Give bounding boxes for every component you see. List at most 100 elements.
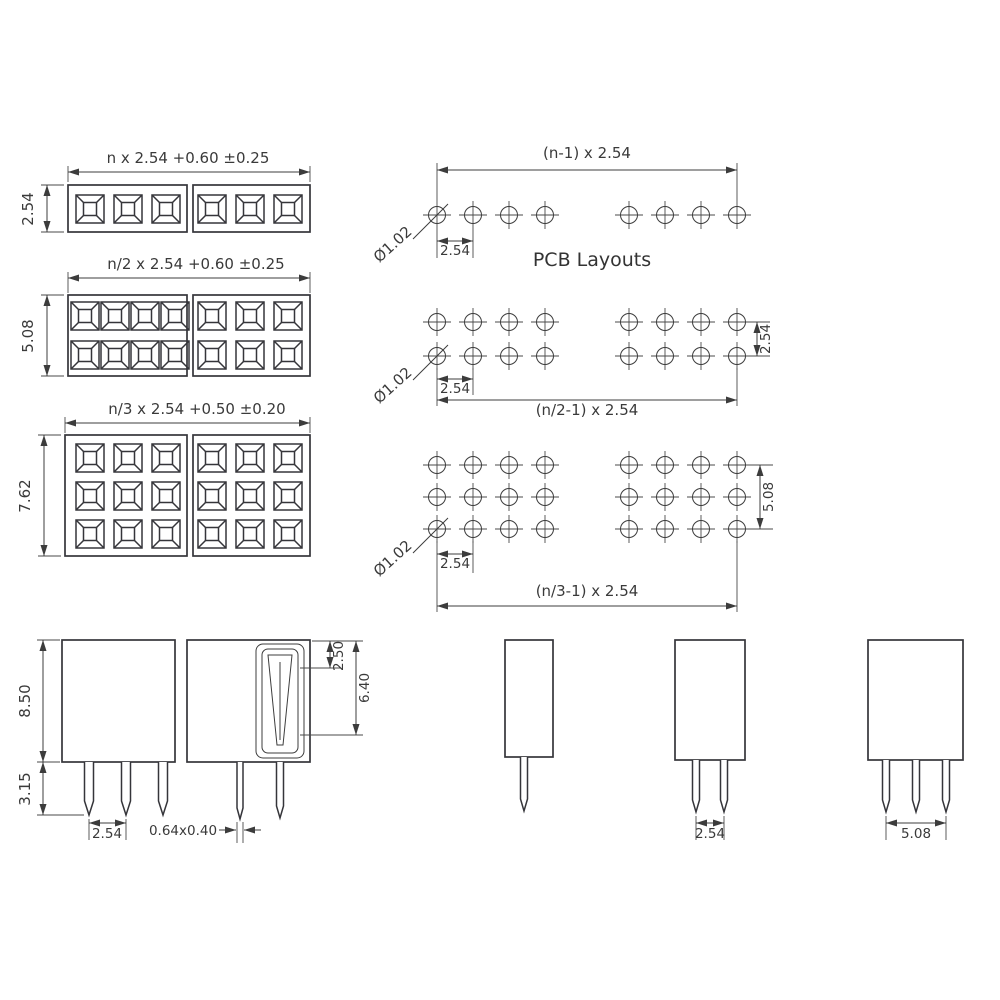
- socket-contact: [235, 194, 265, 224]
- socket-contact: [100, 301, 130, 331]
- side-view-triple-row: 5.08: [867, 639, 964, 842]
- socket-contact: [235, 481, 265, 511]
- pcb-hole: [614, 514, 644, 544]
- header-body-segment: [67, 294, 188, 377]
- top-view-single-row: n x 2.54 +0.60 ±0.25 2.54: [19, 149, 311, 233]
- pcb-hole: [686, 450, 716, 480]
- pcb-hole: [494, 200, 524, 230]
- socket-contact: [75, 481, 105, 511]
- dimension-height-label: 2.54: [19, 192, 37, 225]
- pcb-hole: [422, 482, 452, 512]
- socket-contact: [235, 443, 265, 473]
- pcb-hole: [650, 514, 680, 544]
- connector-body: [867, 639, 964, 761]
- pin: [719, 760, 729, 815]
- socket-contact: [151, 481, 181, 511]
- pcb-hole: [722, 200, 752, 230]
- pcb-hole: [422, 307, 452, 337]
- pin: [157, 762, 169, 818]
- dimension-span-label: n/2 x 2.54 +0.60 ±0.25: [107, 255, 284, 273]
- socket-contact: [151, 443, 181, 473]
- pcb-hole: [530, 341, 560, 371]
- entry-depth-label: 2.50: [331, 641, 347, 671]
- side-view-double-row: 2.54: [674, 639, 746, 842]
- side-view-front: 8.50 3.15 2.54: [16, 639, 176, 842]
- dimension-span-label: n x 2.54 +0.60 ±0.25: [107, 149, 270, 167]
- hole-diameter-label: Ø1.02: [370, 222, 416, 266]
- pcb-hole: [686, 482, 716, 512]
- dimension-span-label: n/3 x 2.54 +0.50 ±0.20: [108, 400, 285, 418]
- pin: [120, 762, 132, 818]
- pin: [911, 760, 921, 815]
- body-height-label: 8.50: [16, 684, 34, 717]
- pcb-hole: [494, 514, 524, 544]
- pcb-hole: [686, 514, 716, 544]
- socket-contact: [70, 301, 100, 331]
- socket-contact: [197, 443, 227, 473]
- pcb-hole: [494, 450, 524, 480]
- pcb-layout-single-row: (n-1) x 2.54 Ø1.02 2.54: [370, 144, 752, 266]
- pin: [83, 762, 95, 818]
- connector-body: [504, 639, 554, 758]
- pcb-hole: [614, 341, 644, 371]
- leader-line: [412, 344, 449, 381]
- pin: [941, 760, 951, 815]
- socket-contact: [70, 340, 100, 370]
- pcb-hole: [686, 307, 716, 337]
- header-body-segment: [64, 434, 188, 557]
- contact-cavity-outer: [255, 643, 305, 759]
- pcb-hole: [530, 200, 560, 230]
- header-body-segment: [192, 184, 311, 233]
- pcb-hole: [614, 450, 644, 480]
- contact-depth-label: 6.40: [357, 673, 373, 703]
- socket-contact: [273, 519, 303, 549]
- connector-body: [61, 639, 176, 763]
- socket-contact: [235, 301, 265, 331]
- hole-pitch-label: 2.54: [440, 381, 470, 397]
- dimension-height-label: 7.62: [16, 479, 34, 512]
- pcb-hole: [422, 450, 452, 480]
- side-view-section: 2.50 6.40 0.64x0.40: [149, 639, 373, 843]
- hole-pitch-label: 2.54: [440, 243, 470, 259]
- pcb-hole: [722, 307, 752, 337]
- pin-cross-section-label: 0.64x0.40: [149, 823, 217, 839]
- socket-contact: [235, 519, 265, 549]
- socket-contact: [273, 481, 303, 511]
- pin: [275, 762, 285, 821]
- socket-contact: [197, 481, 227, 511]
- contact-cavity-inner: [261, 648, 299, 754]
- socket-contact: [151, 519, 181, 549]
- socket-contact: [235, 340, 265, 370]
- hole-diameter-label: Ø1.02: [370, 363, 416, 407]
- pin: [691, 760, 701, 815]
- pin: [519, 757, 529, 814]
- pcb-hole: [530, 482, 560, 512]
- socket-contact: [75, 519, 105, 549]
- socket-contact: [113, 443, 143, 473]
- pin: [236, 762, 244, 822]
- pin-pitch-label: 2.54: [92, 826, 122, 842]
- socket-contact: [113, 519, 143, 549]
- leader-line: [412, 517, 449, 554]
- dimension-span-label: (n-1) x 2.54: [543, 144, 631, 162]
- socket-contact: [130, 301, 160, 331]
- socket-contact: [160, 301, 190, 331]
- pcb-hole: [650, 482, 680, 512]
- side-view-single-row: [504, 639, 554, 814]
- pcb-layout-triple-row: 5.08 Ø1.02 2.54 (n/3-1) x 2.54: [370, 450, 777, 612]
- pcb-hole: [722, 514, 752, 544]
- dimension-height-label: 5.08: [19, 319, 37, 352]
- socket-contact: [113, 194, 143, 224]
- pcb-hole: [650, 307, 680, 337]
- pcb-hole: [650, 450, 680, 480]
- socket-contact: [273, 194, 303, 224]
- pcb-hole: [530, 307, 560, 337]
- socket-contact: [197, 301, 227, 331]
- socket-contact: [113, 481, 143, 511]
- socket-contact: [75, 443, 105, 473]
- socket-contact: [130, 340, 160, 370]
- header-body-segment: [192, 434, 311, 557]
- pcb-hole: [614, 307, 644, 337]
- pcb-hole: [686, 341, 716, 371]
